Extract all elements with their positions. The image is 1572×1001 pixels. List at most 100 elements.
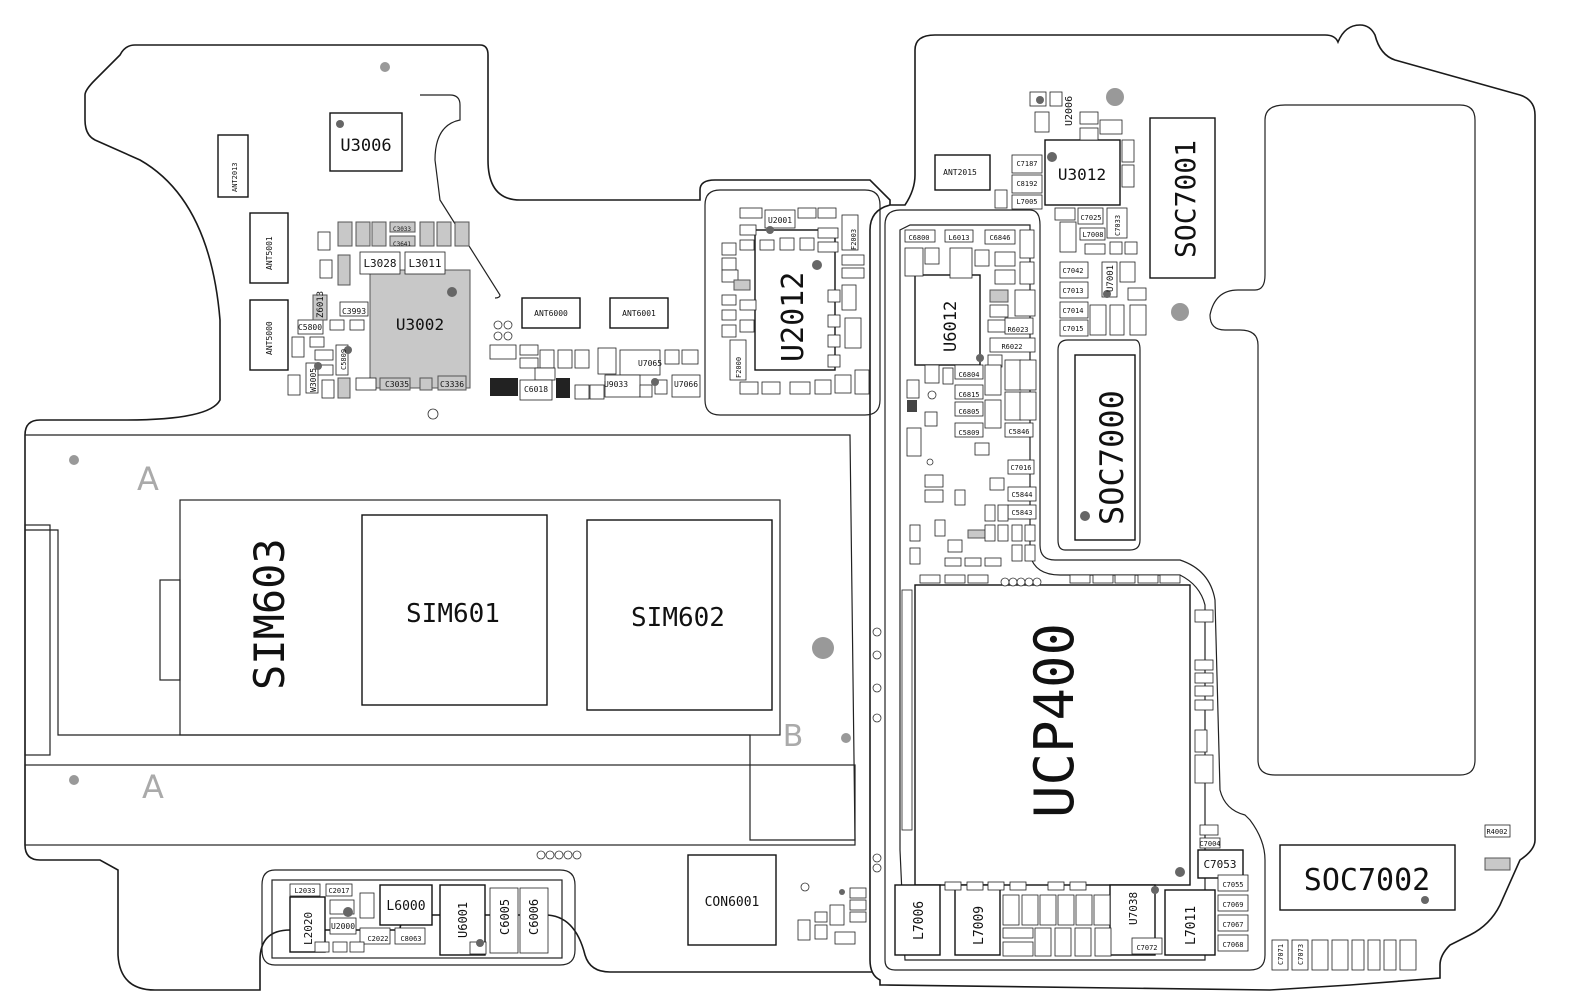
- label-c7053: C7053: [1203, 858, 1236, 871]
- label-u2001: U2001: [768, 216, 792, 225]
- label-w3005: W3005: [309, 368, 318, 392]
- label-sim601: SIM601: [406, 599, 500, 629]
- label-c6006: C6006: [527, 899, 541, 935]
- label-z6013: Z6013: [316, 291, 326, 318]
- sim-tray-lower: [24, 764, 856, 846]
- shield-bottom-left: [261, 869, 576, 966]
- label-c6005: C6005: [498, 899, 512, 935]
- chip-soc7000: [1074, 354, 1136, 541]
- label-c3641: C3641: [393, 241, 411, 248]
- label-c7069: C7069: [1222, 901, 1243, 909]
- label-c5800: C5800: [298, 323, 322, 332]
- marker-a-upper: A: [137, 460, 159, 498]
- label-u3006: U3006: [340, 136, 391, 156]
- label-soc7001: SOC7001: [1169, 140, 1202, 258]
- shield-u2012: [704, 189, 881, 416]
- label-c2017: C2017: [328, 887, 349, 895]
- label-l7011: L7011: [1184, 906, 1199, 945]
- label-c5843: C5843: [1011, 509, 1032, 517]
- label-soc7002: SOC7002: [1304, 863, 1430, 898]
- small-components: [287, 91, 1511, 971]
- label-c5809b: C5809: [958, 429, 979, 437]
- label-ant5000: ANT5000: [265, 321, 274, 355]
- label-c8063: C8063: [400, 935, 421, 943]
- chip-u6012: [914, 274, 981, 366]
- label-c7071: C7071: [1277, 944, 1285, 965]
- chip-ant6000: [521, 297, 581, 329]
- label-c2022: C2022: [367, 935, 388, 943]
- chip-ucp400: [914, 584, 1191, 886]
- chip-l7009: [954, 884, 1001, 956]
- chip-ant2015: [934, 154, 991, 191]
- label-c3033: C3033: [393, 226, 411, 233]
- label-f2003: F2003: [850, 229, 858, 250]
- label-ant6000: ANT6000: [534, 309, 568, 318]
- u3006-cutout: [420, 94, 501, 299]
- label-r4002: R4002: [1486, 828, 1507, 836]
- chip-sim602: [586, 519, 773, 711]
- label-c7072: C7072: [1136, 944, 1157, 952]
- label-ant2015: ANT2015: [943, 168, 977, 177]
- label-r6022: R6022: [1001, 343, 1022, 351]
- sim-tray-slot: [24, 524, 51, 756]
- label-c7013: C7013: [1062, 287, 1083, 295]
- label-c5809: C5809: [340, 349, 348, 370]
- chip-con6001: [687, 854, 777, 946]
- chip-l6000: [379, 884, 433, 926]
- label-c7055: C7055: [1222, 881, 1243, 889]
- label-l2020: L2020: [302, 912, 315, 945]
- label-c6800: C6800: [908, 234, 929, 242]
- label-c5846: C5846: [1008, 428, 1029, 436]
- label-l3011: L3011: [408, 257, 441, 270]
- marker-b: B: [783, 719, 804, 754]
- label-c7016: C7016: [1010, 464, 1031, 472]
- label-l7006: L7006: [912, 901, 927, 940]
- label-u2012: U2012: [776, 272, 811, 362]
- label-c7067: C7067: [1222, 921, 1243, 929]
- label-c7015: C7015: [1062, 325, 1083, 333]
- label-ant6001: ANT6001: [622, 309, 656, 318]
- label-c7068: C7068: [1222, 941, 1243, 949]
- label-c3993: C3993: [342, 307, 366, 316]
- label-c7025: C7025: [1080, 214, 1101, 222]
- chip-ant5000: [249, 299, 289, 371]
- label-u2006: U2006: [1064, 96, 1075, 126]
- label-l7008: L7008: [1082, 231, 1103, 239]
- label-sim603: SIM603: [245, 538, 294, 690]
- label-c6815: C6815: [958, 391, 979, 399]
- label-u6001: U6001: [456, 902, 470, 938]
- label-c3336: C3336: [440, 380, 464, 389]
- connector-frame-right: [1209, 104, 1476, 776]
- label-r6023: R6023: [1007, 326, 1028, 334]
- label-c7033: C7033: [1114, 215, 1122, 236]
- chip-ant6001: [609, 297, 669, 329]
- label-u7038: U7038: [1127, 892, 1140, 925]
- label-u7065: U7065: [638, 359, 662, 368]
- label-l7005: L7005: [1016, 198, 1037, 206]
- chip-c7053: [1197, 849, 1244, 879]
- chip-soc7001: [1149, 117, 1216, 279]
- chip-u2012: [754, 229, 836, 371]
- label-u3002: U3002: [396, 315, 444, 334]
- label-f2000: F2000: [735, 357, 743, 378]
- label-c7042: C7042: [1062, 267, 1083, 275]
- label-c8192: C8192: [1016, 180, 1037, 188]
- label-c7187: C7187: [1016, 160, 1037, 168]
- label-u9033: U9033: [604, 380, 628, 389]
- shield-soc7000: [1057, 339, 1141, 551]
- label-l6013: L6013: [948, 234, 969, 242]
- label-u6012: U6012: [941, 301, 961, 352]
- label-c6018: C6018: [524, 385, 548, 394]
- chip-u3012: [1044, 139, 1121, 206]
- label-con6001: CON6001: [705, 895, 760, 910]
- shield-bottom-left-inner: [271, 879, 563, 959]
- label-l6000: L6000: [386, 899, 425, 914]
- label-c7014: C7014: [1062, 307, 1083, 315]
- label-u3012: U3012: [1058, 165, 1106, 184]
- label-l2033: L2033: [294, 887, 315, 895]
- label-ant5001: ANT5001: [265, 236, 274, 270]
- label-u7001: U7001: [1106, 265, 1116, 292]
- label-c6805: C6805: [958, 408, 979, 416]
- chip-ant2013: [217, 134, 249, 198]
